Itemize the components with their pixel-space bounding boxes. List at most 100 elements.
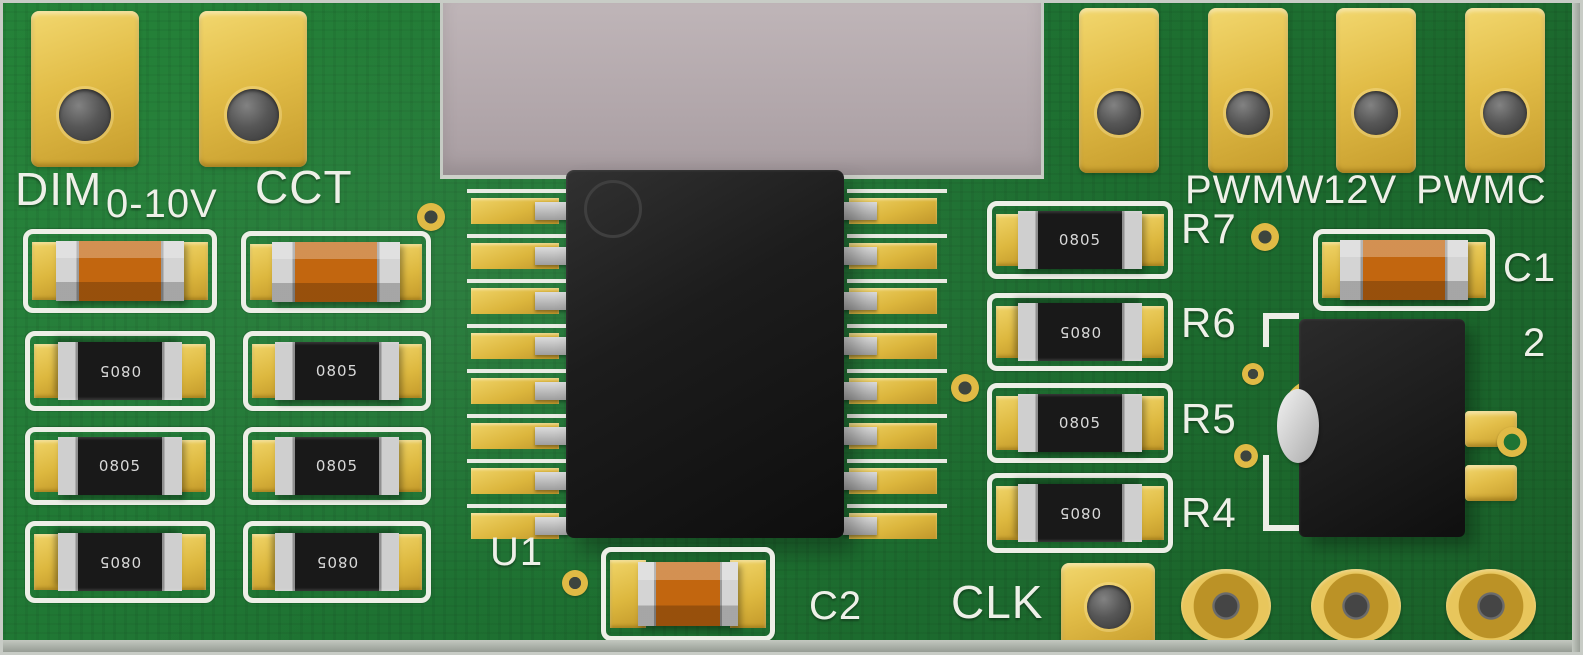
label-clk: CLK <box>951 576 1044 628</box>
label-cct: CCT <box>255 161 353 213</box>
board-edge-bottom <box>3 640 1580 652</box>
resistor-left-col1-1: 0805 <box>25 331 215 411</box>
via <box>417 203 445 231</box>
ic-pin <box>843 382 877 400</box>
ic-pin <box>535 247 569 265</box>
through-hole-pad-left-1 <box>31 11 139 167</box>
ic-pin <box>535 382 569 400</box>
ic-pin <box>843 427 877 445</box>
capacitor-body <box>638 562 738 626</box>
oval-pad-1 <box>1181 569 1271 643</box>
resistor-r6: 0805 <box>987 293 1173 371</box>
pad-hole <box>1354 91 1398 135</box>
resistor-body: 0805 <box>275 342 399 400</box>
capacitor-body <box>56 241 184 301</box>
label-c1: C1 <box>1503 246 1557 290</box>
ic-pin <box>843 202 877 220</box>
capacitor-body <box>1340 240 1468 300</box>
u2-body <box>1299 319 1465 537</box>
label-pwmw: PWMW <box>1185 168 1325 212</box>
component-marking: 0805 <box>98 362 142 381</box>
clk-pad <box>1061 563 1155 651</box>
label-u2-partial: 2 <box>1523 321 1547 365</box>
pad-hole <box>1087 585 1131 629</box>
resistor-r7: 0805 <box>987 201 1173 279</box>
through-hole-pad-pwmc <box>1336 8 1416 173</box>
via <box>951 374 979 402</box>
through-hole-pad-right-4 <box>1465 8 1545 173</box>
u2-silkscreen-corner <box>1263 313 1299 319</box>
pad-hole <box>1226 91 1270 135</box>
resistor-body: 0805 <box>275 533 399 591</box>
pin1-marker-dot <box>584 180 642 238</box>
solder-blob <box>1277 389 1319 463</box>
resistor-body: 0805 <box>58 342 182 400</box>
resistor-body: 0805 <box>275 437 399 495</box>
resistor-body: 0805 <box>1018 303 1142 361</box>
via <box>1242 363 1264 385</box>
ic-pin <box>535 337 569 355</box>
label-pwmc: PWMC <box>1416 168 1547 212</box>
via <box>562 570 588 596</box>
pad-hole <box>1483 91 1527 135</box>
resistor-left-col2-1: 0805 <box>243 331 431 411</box>
component-marking: 0805 <box>98 456 142 475</box>
label-12v: 12V <box>1323 168 1398 212</box>
resistor-left-col2-3: 0805 <box>243 521 431 603</box>
through-hole-pad-pwmw <box>1079 8 1159 173</box>
resistor-body: 0805 <box>58 437 182 495</box>
through-hole-pad-left-2 <box>199 11 307 167</box>
ic-pin <box>535 517 569 535</box>
component-marking: 0805 <box>315 553 359 572</box>
label-0-10v: 0-10V <box>106 182 218 226</box>
via <box>1497 427 1527 457</box>
component-marking: 0805 <box>315 361 359 380</box>
label-dim: DIM <box>15 163 103 215</box>
board-edge-right <box>1572 3 1580 652</box>
label-r4: R4 <box>1181 489 1237 536</box>
oval-pad-2 <box>1311 569 1401 643</box>
capacitor-c2 <box>601 547 775 641</box>
ic-pin <box>535 472 569 490</box>
capacitor-left-col2 <box>241 231 431 313</box>
ic-pin <box>535 202 569 220</box>
resistor-r5: 0805 <box>987 383 1173 463</box>
label-u1: U1 <box>490 530 544 574</box>
capacitor-left-col1 <box>23 229 217 313</box>
pad-hole <box>227 89 279 141</box>
u2-side-pad <box>1465 465 1517 501</box>
ic-pin <box>843 337 877 355</box>
ic-pin <box>843 247 877 265</box>
component-marking: 0805 <box>1058 230 1102 249</box>
component-marking: 0805 <box>1058 323 1102 342</box>
component-marking: 0805 <box>1058 413 1102 432</box>
u2-silkscreen-corner <box>1263 313 1269 347</box>
pad-hole <box>1097 91 1141 135</box>
label-r7: R7 <box>1181 205 1237 252</box>
component-marking: 0805 <box>315 456 359 475</box>
pad-hole <box>59 89 111 141</box>
background-cutout <box>440 3 1044 179</box>
label-c2: C2 <box>809 584 863 628</box>
ic-pin <box>843 292 877 310</box>
via <box>1251 223 1279 251</box>
ic-pin <box>843 517 877 535</box>
through-hole-pad-12v <box>1208 8 1288 173</box>
component-marking: 0805 <box>1058 504 1102 523</box>
capacitor-body <box>272 242 400 302</box>
ic-pin <box>843 472 877 490</box>
ic-pin <box>535 427 569 445</box>
ic-u1-body <box>566 170 844 538</box>
resistor-r4: 0805 <box>987 473 1173 553</box>
resistor-body: 0805 <box>1018 484 1142 542</box>
resistor-body: 0805 <box>58 533 182 591</box>
resistor-body: 0805 <box>1018 394 1142 452</box>
ic-pin <box>535 292 569 310</box>
label-r6: R6 <box>1181 299 1237 346</box>
component-marking: 0805 <box>98 553 142 572</box>
capacitor-c1 <box>1313 229 1495 311</box>
resistor-left-col2-2: 0805 <box>243 427 431 505</box>
u2-silkscreen-corner <box>1263 455 1269 531</box>
resistor-left-col1-3: 0805 <box>25 521 215 603</box>
